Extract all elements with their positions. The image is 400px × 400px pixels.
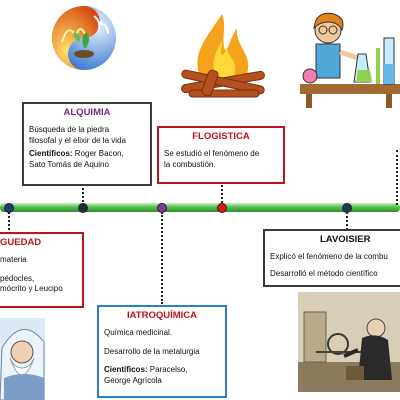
campfire-illustration — [181, 14, 265, 98]
iatroquimica-line1: Química medicinal. — [104, 327, 173, 337]
iatroquimica-scientists: Científicos: Paracelso,George Agrícola — [104, 365, 188, 386]
timeline-dot-flogistica — [217, 203, 227, 213]
iatroquimica-box: IATROQUÍMICA Química medicinal. Desarrol… — [97, 305, 227, 398]
antiguedad-connector — [8, 212, 10, 234]
alquimia-connector — [82, 184, 84, 206]
lavoisier-connector — [346, 212, 348, 230]
lavoisier-box: LAVOISIER Explicó el fenómeno de la comb… — [263, 229, 400, 287]
top-right-connector — [396, 150, 398, 205]
antiguedad-line1: materia — [0, 254, 27, 264]
alquimia-title: ALQUIMIA — [63, 107, 111, 118]
timeline-bar — [0, 203, 400, 212]
timeline-dot-antiguedad — [4, 203, 14, 213]
laboratory-illustration — [300, 12, 400, 108]
timeline-dot-iatroquimica — [157, 203, 167, 213]
timeline-dot-alquimia — [78, 203, 88, 213]
lavoisier-illustration — [298, 292, 400, 392]
lavoisier-line1: Explicó el fenómeno de la combu — [270, 251, 388, 261]
iatroquimica-line2: Desarrollo de la metalurgia — [104, 346, 200, 356]
antiguedad-line2: pédocles,mócrito y Leucipo — [0, 273, 63, 294]
alquimia-scientists: Científicos: Roger Bacon,Sato Tomás de A… — [29, 149, 124, 170]
iatroquimica-connector — [161, 212, 163, 304]
timeline-dot-lavoisier — [342, 203, 352, 213]
flogistica-connector — [221, 182, 223, 206]
flogistica-title: FLOGISTICA — [192, 131, 250, 142]
alchemy-illustration — [52, 6, 116, 70]
lavoisier-line2: Desarrolló el método científico — [270, 268, 378, 278]
antiguedad-title: GUEDAD — [0, 237, 42, 248]
antiguedad-box: GUEDAD materia pédocles,mócrito y Leucip… — [0, 232, 84, 308]
lavoisier-title: LAVOISIER — [320, 234, 371, 245]
scholar-illustration — [0, 318, 45, 400]
iatroquimica-title: IATROQUÍMICA — [126, 310, 197, 321]
